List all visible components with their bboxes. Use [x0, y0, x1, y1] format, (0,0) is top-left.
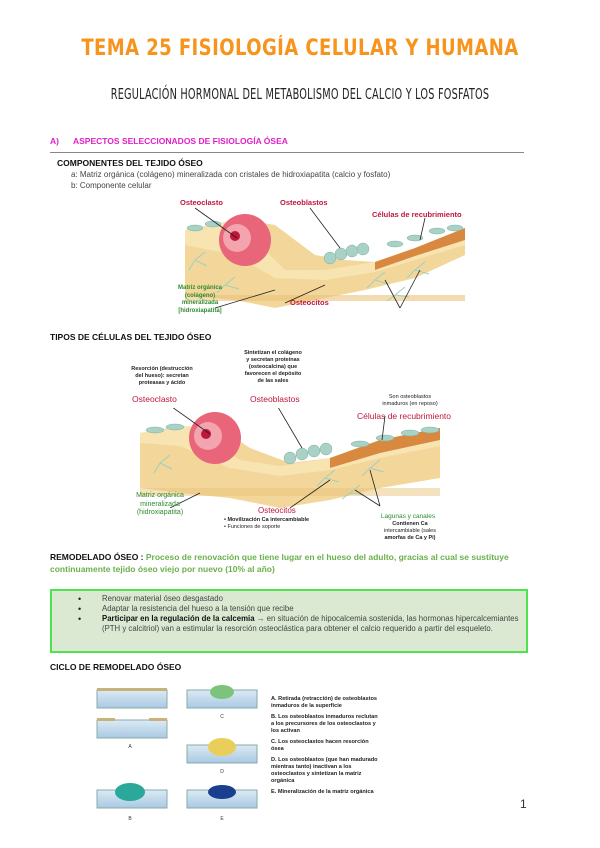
cycle-step: C. Los osteoclastos hacen resorción ósea: [271, 739, 369, 752]
bone-tissue-figure: [185, 207, 465, 309]
fig2-label-lagunas: Lagunas y canales: [380, 513, 436, 520]
section-divider: [50, 152, 524, 153]
bone-cell-types-figure: [140, 408, 440, 508]
document-subtitle: REGULACIÓN HORMONAL DEL METABOLISMO DEL …: [110, 85, 490, 103]
panel-e: [186, 785, 258, 809]
desc-line: • Funciones de soporte: [224, 524, 281, 530]
matriz-line: [hidroxiapatita]: [178, 307, 222, 314]
fig2-label-recubrimiento: Células de recubrimiento: [357, 411, 452, 421]
desc-line: proteasas y ácido: [138, 380, 186, 386]
panel-label: C: [220, 714, 224, 720]
fig2-recubrimiento-desc: Son osteoblastos inmaduros (en reposo): [370, 394, 450, 408]
remodelado-definition: REMODELADO ÓSEO : Proceso de renovación …: [50, 551, 550, 575]
desc-line: Son osteoblastos: [388, 394, 432, 400]
panel-label: D: [220, 769, 224, 775]
fig2-osteoblastos-desc: Sintetizan el colágeno y secretan proteí…: [232, 350, 314, 385]
remodelado-functions-box: Renovar material óseo desgastado Adaptar…: [50, 589, 528, 653]
section-title: ASPECTOS SELECCIONADOS DE FISIOLOGÍA ÓSE…: [72, 136, 288, 146]
fig1-label-osteocitos: Osteocitos: [290, 298, 329, 307]
page-number: 1: [520, 797, 527, 811]
function-text: → en situación de hipocalcemia sostenida…: [102, 614, 519, 633]
desc-line: favorecen el depósito: [244, 371, 302, 377]
cycle-steps-list: A. Retirada (retracción) de osteoblastos…: [271, 696, 381, 800]
desc-line: Contienen Ca: [392, 521, 428, 527]
panel-c: [186, 685, 258, 709]
panel-label: B: [128, 816, 132, 822]
matriz-line: (colágeno): [184, 292, 216, 299]
fig2-osteoclasto-desc: Resorción (destrucción del hueso): secre…: [122, 366, 202, 387]
ciclo-heading: CICLO DE REMODELADO ÓSEO: [50, 662, 182, 672]
function-item: Renovar material óseo desgastado: [78, 594, 526, 604]
fig1-label-osteoclasto: Osteoclasto: [180, 198, 223, 207]
cycle-step: B. Los osteoblastos inmaduros reclutan a…: [271, 714, 378, 734]
desc-line: inmaduros (en reposo): [382, 401, 438, 407]
fig2-label-osteocitos: Osteocitos: [258, 506, 296, 515]
matriz-line: Matriz orgánica: [177, 285, 222, 291]
desc-line: de las sales: [257, 378, 289, 384]
function-item: Participar en la regulación de la calcem…: [78, 614, 526, 634]
fig2-lagunas-desc: Contienen Ca intercambiable (sales amorf…: [370, 521, 450, 542]
remodeling-cycle-figure: A B C D E: [96, 685, 258, 822]
componentes-item-a: a: Matriz orgánica (colágeno) mineraliza…: [71, 170, 391, 179]
desc-line: (osteocalcina) que: [248, 364, 298, 370]
panel-a: [96, 688, 168, 739]
function-text: Renovar material óseo desgastado: [102, 594, 223, 603]
tipos-heading: TIPOS DE CÉLULAS DEL TEJIDO ÓSEO: [50, 332, 212, 342]
fig1-label-matriz: Matriz orgánica (colágeno) mineralizada …: [172, 285, 228, 315]
panel-b: [96, 783, 168, 809]
fig2-osteocitos-desc: • Movilización Ca intercambiable • Funci…: [224, 517, 334, 531]
desc-line: • Movilización Ca intercambiable: [224, 517, 310, 523]
componentes-heading: COMPONENTES DEL TEJIDO ÓSEO: [57, 158, 203, 168]
matriz-line: (hidroxiapatita): [136, 509, 184, 516]
remodelado-label: REMODELADO ÓSEO :: [50, 552, 144, 562]
document-title: TEMA 25 FISIOLOGÍA CELULAR Y HUMANA: [81, 36, 519, 61]
cycle-step: E. Mineralización de la matriz orgánica: [271, 789, 374, 795]
fig1-label-recubrimiento: Células de recubrimiento: [372, 210, 462, 219]
desc-line: Sintetizan el colágeno: [244, 350, 302, 356]
matriz-line: mineralizada: [140, 500, 180, 508]
fig2-label-osteoblastos: Osteoblastos: [250, 394, 300, 404]
remodelado-text: Proceso de renovación que tiene lugar en…: [50, 552, 509, 574]
componentes-item-b: b: Componente celular: [71, 181, 152, 190]
desc-line: intercambiable (sales: [384, 528, 436, 534]
matriz-line: Matriz orgánica: [136, 492, 184, 499]
matriz-line: mineralizada: [181, 300, 219, 306]
fig2-label-matriz: Matriz orgánica mineralizada (hidroxiapa…: [127, 492, 193, 518]
function-item: Adaptar la resistencia del hueso a la te…: [78, 604, 526, 614]
function-text: Adaptar la resistencia del hueso a la te…: [102, 604, 294, 613]
fig2-label-osteoclasto: Osteoclasto: [132, 394, 177, 404]
panel-d: [186, 738, 258, 764]
desc-line: amorfas de Ca y Pi): [384, 535, 436, 541]
desc-line: del hueso): secretan: [135, 373, 189, 379]
function-bold: Participar en la regulación de la calcem…: [102, 614, 255, 623]
cycle-step: A. Retirada (retracción) de osteoblastos…: [271, 696, 377, 709]
cycle-step: D. Los osteoblastos (que han madurado mi…: [271, 757, 378, 784]
desc-line: Resorción (destrucción: [131, 366, 193, 372]
fig1-label-osteoblastos: Osteoblastos: [280, 198, 328, 207]
section-a-heading: A) ASPECTOS SELECCIONADOS DE FISIOLOGÍA Ó…: [50, 136, 302, 146]
panel-label: A: [128, 744, 132, 750]
panel-label: E: [220, 816, 224, 822]
section-marker: A): [50, 136, 59, 146]
desc-line: y secretan proteínas: [246, 357, 300, 363]
